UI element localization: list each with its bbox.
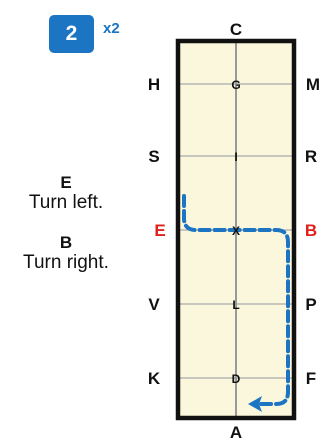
marker-p: P (305, 295, 316, 314)
repeat-count: x2 (103, 20, 120, 37)
marker-i: I (234, 150, 237, 164)
marker-g: G (231, 78, 240, 92)
step-badge: 2 (49, 15, 94, 53)
path-arrowhead (248, 396, 262, 412)
marker-e: E (154, 221, 165, 240)
marker-r: R (305, 147, 317, 166)
marker-d: D (232, 372, 241, 386)
marker-v: V (148, 295, 160, 314)
step-number: 2 (65, 22, 78, 45)
marker-l: L (232, 298, 239, 312)
marker-b: B (305, 221, 317, 240)
marker-f: F (306, 369, 316, 388)
marker-a: A (230, 423, 242, 442)
ride-path (182, 194, 290, 406)
instruction-b: B Turn right. (6, 233, 126, 273)
instruction-e-text: Turn left. (28, 192, 104, 213)
arena-border (175, 38, 297, 421)
instruction-e-letter: E (60, 173, 72, 192)
instruction-b-text: Turn right. (23, 252, 109, 273)
instruction-e: E Turn left. (6, 173, 126, 213)
marker-c: C (230, 20, 242, 39)
instruction-b-letter: B (59, 233, 73, 252)
marker-k: K (148, 369, 161, 388)
marker-x: X (232, 224, 240, 238)
marker-m: M (306, 75, 320, 94)
marker-s: S (148, 147, 159, 166)
marker-h: H (148, 75, 160, 94)
